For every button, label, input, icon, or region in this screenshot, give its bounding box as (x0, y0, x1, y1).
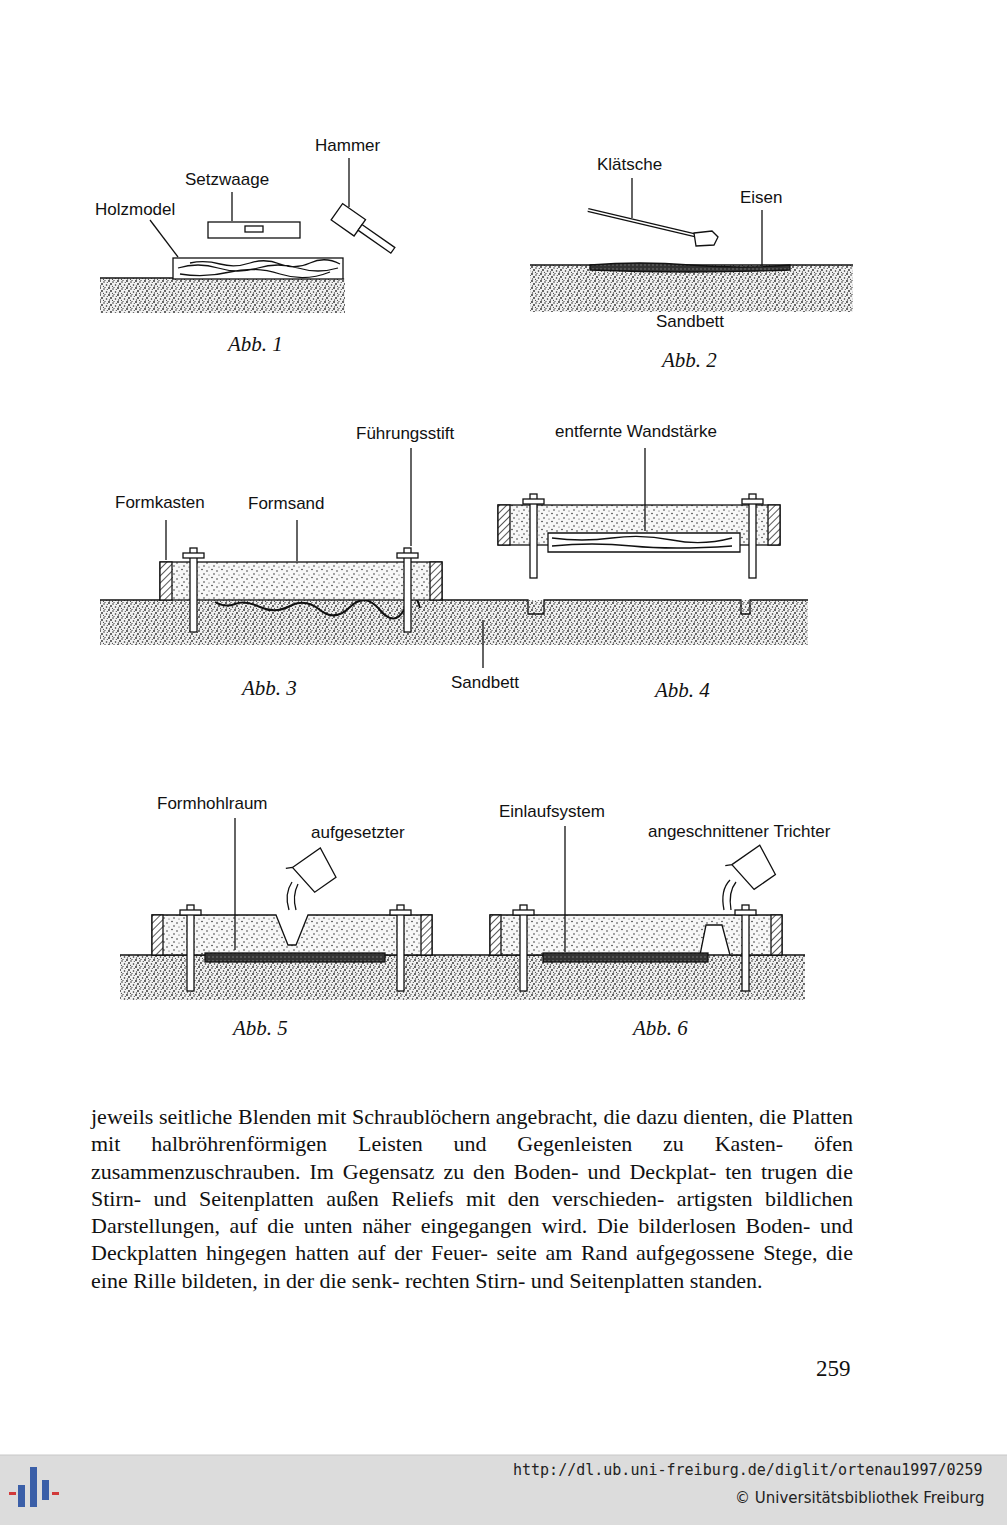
part-label: Eisen (740, 188, 783, 208)
part-label: Formsand (248, 494, 325, 514)
part-label: entfernte Wandstärke (555, 422, 717, 442)
part-label: Holzmodel (95, 200, 175, 220)
figure-number: Abb. 3 (242, 676, 297, 700)
figure-number: Abb. 6 (633, 1016, 688, 1040)
copyright-note: © Universitätsbibliothek Freiburg (735, 1489, 984, 1507)
part-label: Hammer (315, 136, 380, 156)
part-label: Führungsstift (356, 424, 454, 444)
page-number: 259 (816, 1356, 851, 1382)
part-label: Formhohlraum (157, 794, 268, 814)
body-paragraph: jeweils seitliche Blenden mit Schraublöc… (91, 1103, 853, 1294)
figure-number: Abb. 5 (233, 1016, 288, 1040)
part-label: Sandbett (451, 673, 519, 693)
figure-number: Abb. 4 (655, 678, 710, 702)
part-label: aufgesetzter (311, 823, 405, 843)
part-label: angeschnittener Trichter (648, 822, 830, 842)
part-label: Sandbett (656, 312, 724, 332)
figure-number: Abb. 2 (662, 348, 717, 372)
part-label: Formkasten (115, 493, 205, 513)
figure-number: Abb. 1 (228, 332, 283, 356)
source-url: http://dl.ub.uni-freiburg.de/diglit/orte… (513, 1461, 983, 1479)
part-label: Klätsche (597, 155, 662, 175)
part-label: Einlaufsystem (499, 802, 605, 822)
part-label: Setzwaage (185, 170, 269, 190)
